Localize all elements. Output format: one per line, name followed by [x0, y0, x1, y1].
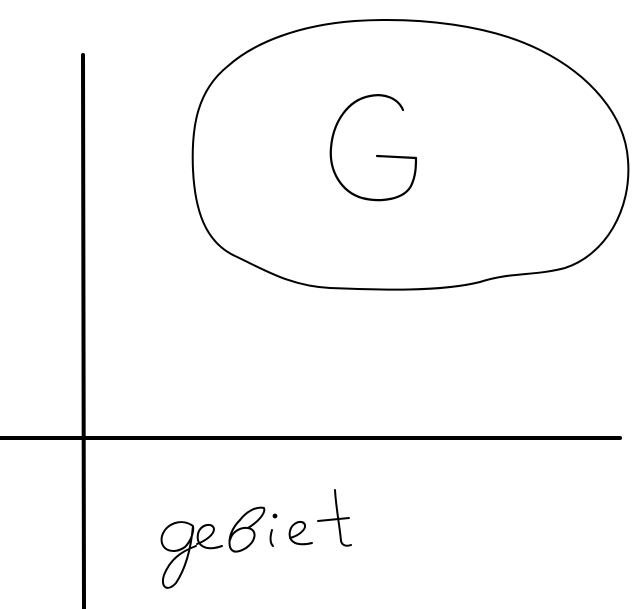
region-letter-g: [329, 94, 418, 202]
vertical-axis: [81, 53, 86, 609]
caption-text: gebiet: [192, 507, 321, 564]
region-label-text: G: [341, 99, 403, 188]
caption-handwriting: [160, 489, 352, 589]
region-outline: [191, 19, 630, 291]
